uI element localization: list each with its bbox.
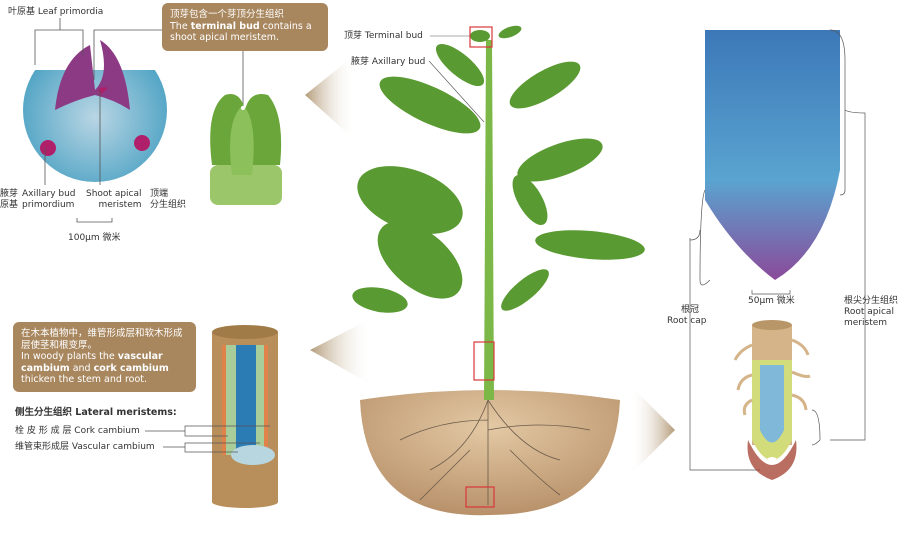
axillary-bud-primordium-en: Axillary bud primordium [22,189,76,210]
stem-cross-section [212,325,278,508]
root-apical-meristem-cn: 根尖分生组织 [844,296,899,306]
terminal-bud-callout: 顶芽包含一个芽顶分生组织 The terminal bud contains a… [162,3,328,51]
highlight-boxes [465,26,495,508]
cork-cambium-label: 栓 皮 形 成 层 Cork cambium [15,426,140,436]
root-apical-meristem-en: Root apical meristem [844,307,894,328]
root-cap-cn: 根冠 [680,305,699,315]
zoom-wedge-shoot [305,55,355,140]
root-cap-en: Root cap [667,316,707,326]
leaf-primordia-label: 叶原基 Leaf primordia [8,7,104,17]
axillary-bud-primordium-cn: 腋芽 原基 [0,189,19,210]
terminal-bud-illustration [210,94,282,205]
callout-cn: 顶芽包含一个芽顶分生组织 [170,9,285,20]
plant-illustration [352,25,645,516]
shoot-apical-meristem-cn: 顶端 分生组织 [150,189,187,210]
terminal-bud-label: 顶芽 Terminal bud [344,31,423,41]
callout-en: The terminal bud contains a shoot apical… [170,20,312,44]
zoom-wedge-root [630,385,675,475]
shoot-micrograph [20,30,170,182]
callout-cn: 在木本植物中，维管形成层和软木形成层使茎和根变厚。 [21,328,183,351]
shoot-scale-bar: 100μm 微米 [68,233,121,243]
root-scale-bar: 50μm 微米 [748,296,795,306]
lateral-meristem-callout: 在木本植物中，维管形成层和软木形成层使茎和根变厚。 In woody plant… [13,322,196,392]
root-tip-illustration [733,320,811,480]
soil [360,390,620,516]
callout-en: In woody plants the vascular cambium and… [21,351,169,385]
vascular-cambium-label: 维管束形成层 Vascular cambium [15,442,155,452]
root-micrograph [705,30,840,280]
shoot-apical-meristem-en: Shoot apical meristem [86,189,142,210]
zoom-wedge-stem [310,318,372,385]
axillary-bud-label: 腋芽 Axillary bud [351,57,426,67]
lateral-meristems-title: 侧生分生组织 Lateral meristems: [15,407,177,418]
